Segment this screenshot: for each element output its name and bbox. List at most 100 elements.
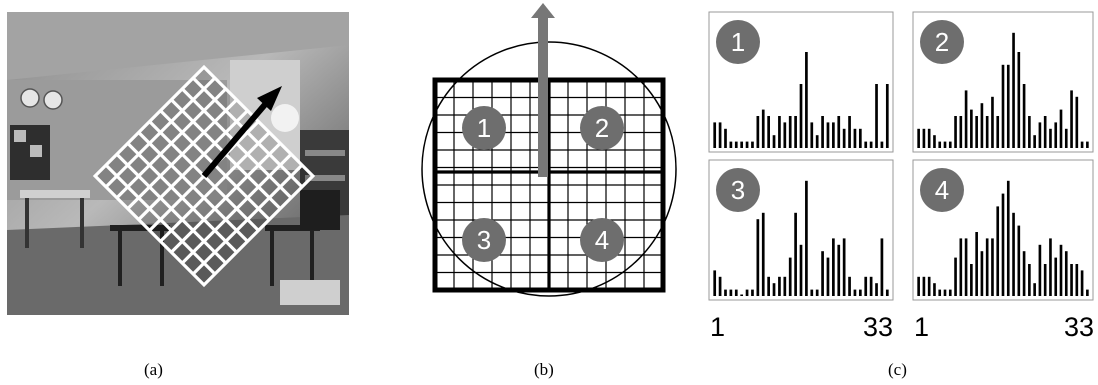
histogram-bar (1038, 244, 1042, 296)
histogram-bars (917, 180, 1089, 296)
histogram-bar (970, 264, 973, 296)
histogram-bar (959, 238, 963, 296)
histogram-bar (734, 289, 738, 296)
histogram-badge-label: 2 (935, 27, 949, 57)
histogram-bar (718, 276, 722, 296)
histogram-bar (788, 257, 792, 296)
histogram-bar (1043, 116, 1047, 148)
histogram-bar (927, 276, 931, 296)
histogram-bar (826, 122, 830, 148)
histogram-bar (729, 289, 733, 296)
histogram-bar (1064, 251, 1068, 296)
histogram-bars (917, 32, 1089, 148)
quadrant-badge-1: 1 (462, 106, 506, 150)
histogram-bar (778, 116, 781, 148)
histogram-bar (848, 116, 851, 148)
histogram-bar (1086, 289, 1089, 296)
svg-text:1: 1 (477, 113, 491, 143)
histogram-bar (1006, 180, 1010, 296)
histogram-bar (1022, 84, 1026, 148)
histogram-bar (761, 212, 765, 296)
panel-a: (a) (7, 12, 349, 379)
histogram-bar (832, 238, 835, 296)
histogram-bar (810, 289, 814, 296)
histogram-bar (842, 128, 846, 148)
histogram-4: 4 (912, 159, 1094, 301)
histogram-bar (938, 141, 942, 148)
histogram-bar (1012, 32, 1015, 148)
histogram-bar (1049, 128, 1052, 148)
histogram-bar (718, 122, 722, 148)
histogram-bar (848, 276, 851, 296)
histogram-bar (1059, 109, 1063, 148)
histogram-bar (1070, 90, 1073, 148)
histogram-bar (885, 84, 889, 148)
histogram-bar (869, 276, 873, 296)
histogram-bar (1017, 225, 1021, 296)
histogram-bar (917, 128, 920, 148)
histogram-bar (837, 116, 841, 148)
histogram-bar (751, 289, 754, 296)
histogram-bar (991, 96, 994, 148)
histogram-bar (1080, 141, 1084, 148)
histogram-bar (761, 109, 765, 148)
histogram-bar (880, 141, 884, 148)
histogram-bar (1059, 244, 1063, 296)
histogram-bar (1006, 64, 1010, 148)
histogram-1: 1 (708, 11, 894, 153)
histogram-bar (788, 116, 792, 148)
room-photo (7, 12, 349, 315)
histogram-bar (975, 232, 978, 296)
histogram-bar (933, 135, 936, 148)
histogram-bar (853, 128, 857, 148)
histogram-bar (842, 238, 846, 296)
histogram-bar (1054, 122, 1058, 148)
histogram-bar (869, 141, 873, 148)
grid-line (170, 142, 282, 254)
histogram-bar (964, 90, 968, 148)
quadrant-badge-4: 4 (580, 218, 624, 262)
histogram-bar (724, 128, 727, 148)
grid-line (191, 163, 304, 276)
histogram-bar (724, 289, 727, 296)
histogram-3: 3 (708, 159, 894, 301)
histogram-bar (875, 283, 878, 296)
panel-c: 1 2 3 4 1 33 1 33 (c) (708, 11, 1094, 379)
grid-line (159, 131, 271, 243)
histogram-bar (980, 251, 984, 296)
histogram-bar (1022, 251, 1026, 296)
histogram-bar (783, 276, 787, 296)
histogram-bar (815, 289, 819, 296)
histogram-bar (778, 276, 781, 296)
histogram-bar (996, 116, 1000, 148)
histogram-bar (740, 141, 744, 148)
histogram-bar (927, 128, 931, 148)
histogram-badge-label: 3 (731, 175, 745, 205)
descriptor-circle (421, 41, 677, 297)
quadrant-badge-2: 2 (580, 106, 624, 150)
histogram-badge (716, 20, 760, 64)
grid-line (191, 76, 304, 189)
histogram-bar (964, 238, 968, 296)
histogram-bar (943, 141, 947, 148)
histogram-bar (858, 289, 862, 296)
axis-start-right: 1 (914, 312, 929, 342)
histogram-bar (821, 116, 824, 148)
histogram-bar (713, 270, 717, 296)
histogram-bar (1043, 264, 1047, 296)
histogram-badge (920, 20, 964, 64)
histogram-bar (980, 103, 984, 148)
svg-text:2: 2 (595, 113, 609, 143)
histogram-bar (1086, 141, 1089, 148)
upward-arrow (531, 3, 555, 177)
histogram-bar (756, 219, 760, 296)
histogram-bar (767, 276, 770, 296)
grid-line (181, 153, 293, 265)
histogram-bar (1033, 135, 1036, 148)
histogram-bar (740, 294, 744, 296)
histogram-bar (805, 180, 808, 296)
histogram-bar (810, 122, 814, 148)
histogram-bar (933, 283, 936, 296)
histogram-bar (794, 212, 797, 296)
caption-c: (c) (888, 360, 907, 379)
